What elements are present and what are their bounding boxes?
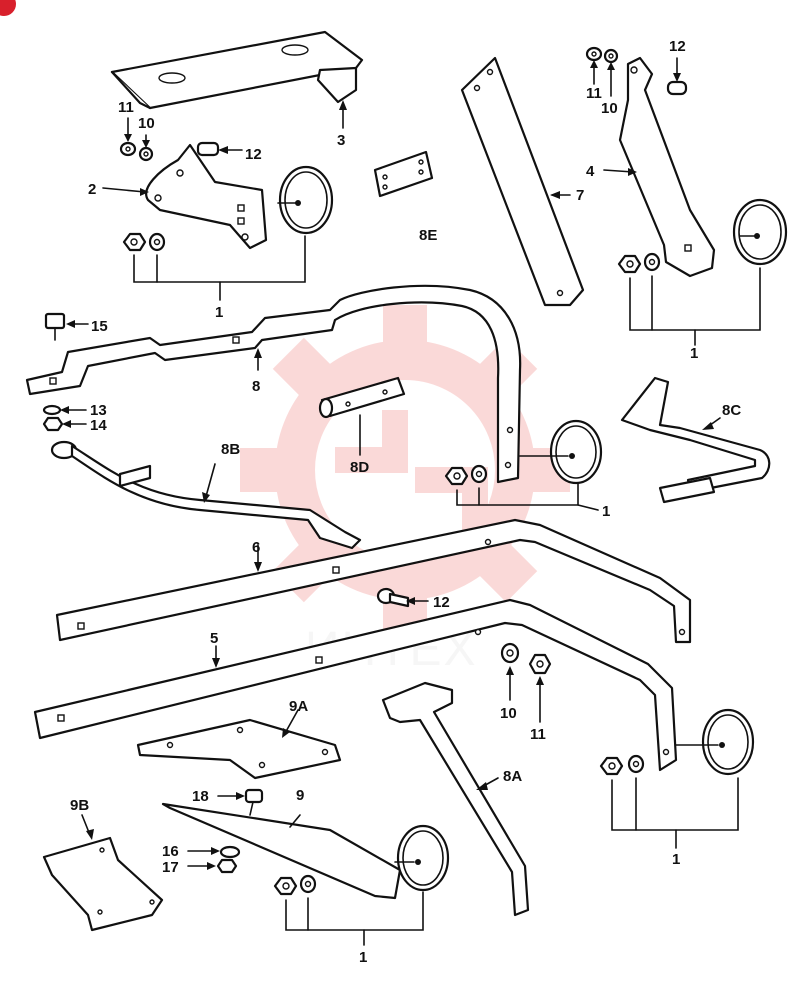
callout-10: 10 — [138, 115, 155, 132]
callout-1: 1 — [602, 503, 610, 520]
callout-14: 14 — [90, 417, 107, 434]
part-7-bar — [460, 56, 585, 307]
callout-11: 11 — [586, 85, 602, 102]
callout-10: 10 — [500, 705, 517, 722]
callout-12: 12 — [669, 38, 686, 55]
callout-16: 16 — [162, 843, 179, 860]
callout-labels: 3 11 10 12 2 1 8E 7 12 11 10 4 1 15 8 13… — [70, 38, 741, 966]
part-3-cover-plate — [110, 30, 364, 129]
callout-8b: 8B — [221, 441, 240, 458]
callout-8: 8 — [252, 378, 260, 395]
part-9a-plate — [136, 709, 342, 780]
part-8b-rod — [50, 440, 362, 550]
part-4-mirror-bracket — [585, 46, 788, 346]
callout-17: 17 — [162, 859, 179, 876]
callout-11: 11 — [530, 726, 546, 743]
callout-8e: 8E — [419, 227, 437, 244]
callout-1: 1 — [672, 851, 680, 868]
part-9b-bracket — [42, 814, 164, 932]
part-6-long-bar — [55, 518, 692, 644]
part-8a-strut — [381, 681, 530, 917]
callout-12: 12 — [433, 594, 450, 611]
callout-2: 2 — [88, 181, 96, 198]
callout-1: 1 — [690, 345, 698, 362]
callout-8d: 8D — [350, 459, 369, 476]
callout-6: 6 — [252, 539, 260, 556]
callout-7: 7 — [576, 187, 584, 204]
callout-8c: 8C — [722, 402, 741, 419]
callout-9: 9 — [296, 787, 304, 804]
corner-logo-mark — [0, 0, 16, 16]
callout-11: 11 — [118, 99, 134, 116]
part-8e-plate — [373, 150, 434, 198]
part-5-long-bar — [33, 598, 755, 849]
part-8d-channel — [318, 376, 406, 456]
part-9-mirror-plate — [161, 788, 450, 946]
part-2-mirror-bracket — [102, 117, 334, 301]
callout-12: 12 — [245, 146, 262, 163]
callout-18: 18 — [192, 788, 209, 805]
callout-8a: 8A — [503, 768, 522, 785]
callout-13: 13 — [90, 402, 107, 419]
callout-5: 5 — [210, 630, 218, 647]
callout-3: 3 — [337, 132, 345, 149]
part-8c-handle — [620, 376, 771, 504]
callout-9a: 9A — [289, 698, 308, 715]
callout-4: 4 — [586, 163, 595, 180]
part-8-main-bar — [25, 284, 603, 511]
callout-1: 1 — [359, 949, 367, 966]
callout-10: 10 — [601, 100, 618, 117]
callout-9b: 9B — [70, 797, 89, 814]
callout-15: 15 — [91, 318, 108, 335]
callout-1: 1 — [215, 304, 223, 321]
